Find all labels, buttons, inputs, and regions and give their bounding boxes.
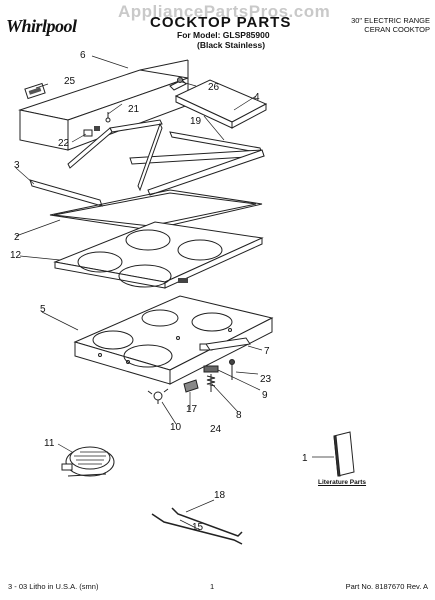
callout-25: 25 — [64, 76, 76, 87]
part-4-side-rail — [174, 79, 268, 129]
callout-19: 19 — [190, 116, 202, 127]
part-7-bracket — [205, 337, 251, 351]
callout-10: 10 — [170, 422, 182, 433]
callout-21: 21 — [128, 104, 140, 115]
part-11-element — [61, 446, 115, 477]
model-line: For Model: GLSP85900 — [177, 30, 270, 40]
part-3-front-trim — [29, 179, 103, 207]
callout-7: 7 — [264, 346, 270, 357]
callout-9: 9 — [262, 390, 268, 401]
range-type: 30" ELECTRIC RANGE — [351, 16, 430, 25]
page-title: COCKTOP PARTS — [150, 14, 292, 31]
callout-26: 26 — [208, 82, 220, 93]
footer-printing-info: 3 - 03 Litho in U.S.A. (smn) — [8, 582, 99, 591]
callout-2: 2 — [14, 232, 20, 243]
callout-24: 24 — [210, 424, 222, 435]
callout-5: 5 — [40, 304, 46, 315]
literature-parts-label: Literature Parts — [318, 479, 367, 486]
callout-22: 22 — [58, 138, 70, 149]
part-18-rod — [171, 507, 243, 537]
part-24-spring — [206, 374, 216, 392]
cooktop-type: CERAN COOKTOP — [364, 25, 430, 34]
callout-1: 1 — [302, 453, 308, 464]
callout-3: 3 — [14, 160, 20, 171]
finish-line: (Black Stainless) — [197, 40, 266, 50]
part-2-gasket — [49, 189, 263, 231]
callout-18: 18 — [214, 490, 226, 501]
part-22-clip — [83, 126, 100, 137]
part-1-literature — [333, 431, 355, 477]
watermark: AppliancePartsPros.com — [118, 2, 331, 21]
callout-17: 17 — [186, 404, 198, 415]
part-21-screw — [105, 112, 111, 123]
part-23-screw — [229, 359, 235, 380]
callout-4: 4 — [254, 92, 260, 103]
part-12-glass-top — [53, 221, 264, 289]
part-5-burner-box — [73, 295, 274, 385]
callout-11: 11 — [44, 438, 55, 449]
part-15-rod — [151, 513, 243, 545]
callout-23: 23 — [260, 374, 272, 385]
callout-8: 8 — [236, 410, 242, 421]
callout-15: 15 — [192, 522, 204, 533]
part-19-trim — [169, 131, 263, 154]
part-17-clip — [183, 379, 199, 393]
page-number: 1 — [210, 582, 215, 591]
part-10-sensor — [147, 388, 169, 404]
callout-6: 6 — [80, 50, 86, 61]
brand-logo: Whirlpool — [6, 16, 77, 36]
part-9-clip — [203, 365, 219, 373]
trim-frame — [67, 119, 265, 196]
part-number: Part No. 8187670 Rev. A — [345, 582, 428, 591]
callout-12: 12 — [10, 250, 22, 261]
part-26-bracket — [169, 77, 187, 91]
